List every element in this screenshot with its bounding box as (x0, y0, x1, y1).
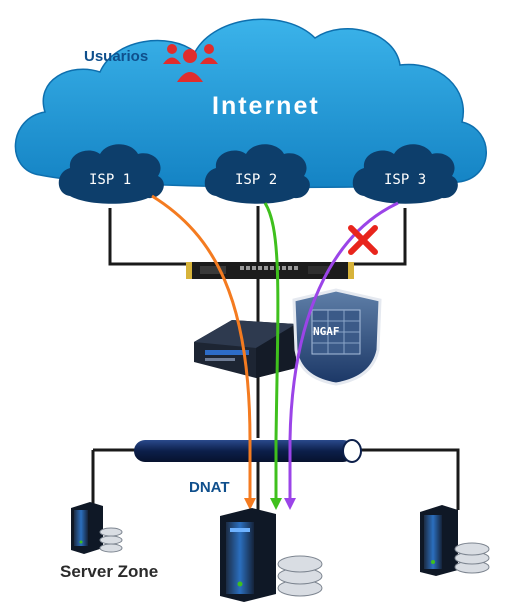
internet-label: Internet (212, 92, 320, 120)
ngaf-label: NGAF (313, 325, 340, 338)
database-left-icon (99, 527, 123, 553)
network-backbone (91, 439, 460, 510)
users-label: Usuarios (84, 48, 149, 65)
isp1-label: ISP 1 (89, 172, 132, 188)
security-shield-icon (292, 288, 382, 386)
failure-x-icon (348, 225, 378, 255)
server-main-icon (220, 508, 276, 602)
server-right-icon (420, 505, 458, 576)
firewall-appliance-icon (186, 262, 354, 279)
isp2-label: ISP 2 (235, 172, 278, 188)
isp3-cloud (352, 144, 458, 204)
server-zone-label: Server Zone (60, 562, 159, 581)
isp1-traffic-path (151, 194, 256, 510)
dnat-label: DNAT (189, 479, 230, 496)
isp3-label: ISP 3 (384, 172, 427, 188)
server-left-icon (71, 502, 103, 554)
users-icon (163, 44, 218, 82)
database-right-icon (454, 542, 490, 574)
isp-uplink-wires (108, 206, 407, 266)
isp2-cloud (204, 144, 310, 204)
database-main-icon (277, 555, 323, 597)
isp1-cloud (58, 144, 164, 204)
isp3-traffic-path (284, 201, 399, 510)
isp2-traffic-path (263, 202, 282, 510)
